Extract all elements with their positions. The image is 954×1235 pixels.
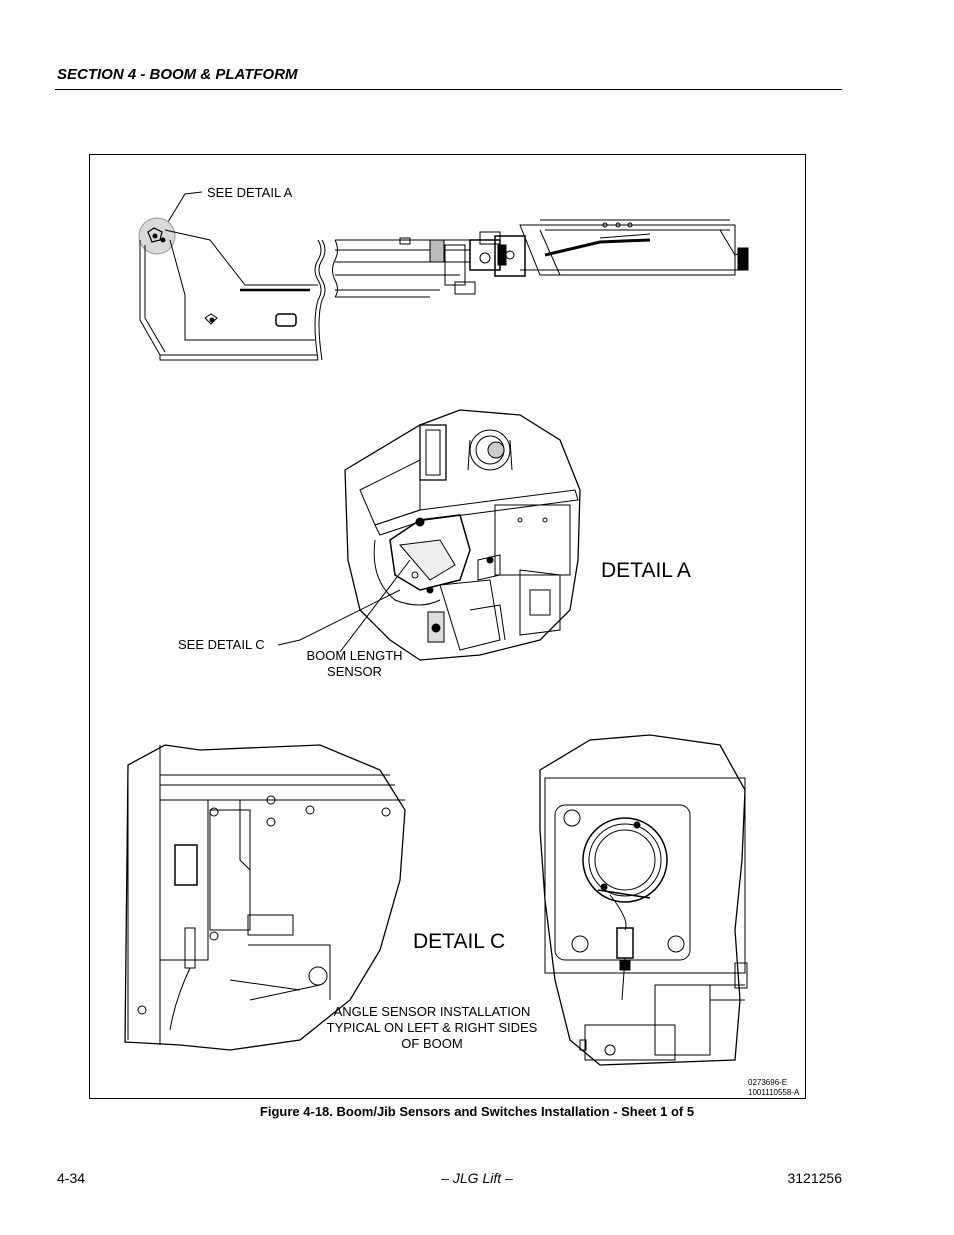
- angle-sensor-label: ANGLE SENSOR INSTALLATION TYPICAL ON LEF…: [308, 1004, 556, 1052]
- drawing-code-line1: 0273696-E: [748, 1078, 788, 1087]
- footer-center-text: – JLG Lift –: [441, 1170, 513, 1186]
- detail-c-right-drawing: [539, 734, 748, 1066]
- detail-c-left-drawing: [124, 744, 406, 1051]
- angle-sensor-line3: OF BOOM: [401, 1036, 463, 1051]
- page-number: 4-34: [57, 1170, 86, 1186]
- see-detail-a-label: SEE DETAIL A: [207, 185, 293, 200]
- header-rule: [55, 89, 842, 90]
- detail-a-title: DETAIL A: [601, 559, 691, 582]
- see-detail-c-label: SEE DETAIL C: [178, 637, 265, 652]
- boom-length-line2: SENSOR: [327, 664, 382, 679]
- drawing-code: 0273696-E 1001110558-A: [748, 1078, 799, 1098]
- drawing-code-line2: 1001110558-A: [748, 1088, 800, 1097]
- detail-c-title: DETAIL C: [413, 930, 506, 953]
- boom-length-sensor-label: BOOM LENGTH SENSOR: [297, 648, 412, 680]
- angle-sensor-line1: ANGLE SENSOR INSTALLATION: [333, 1004, 531, 1019]
- angle-sensor-line2: TYPICAL ON LEFT & RIGHT SIDES: [326, 1020, 538, 1035]
- figure-caption: Figure 4-18. Boom/Jib Sensors and Switch…: [259, 1104, 695, 1119]
- figure-frame: [89, 154, 806, 1099]
- document-number: 3121256: [787, 1170, 842, 1186]
- boom-length-line1: BOOM LENGTH: [306, 648, 403, 663]
- page-header-title: SECTION 4 - BOOM & PLATFORM: [57, 66, 298, 83]
- detail-a-drawing: [277, 409, 581, 661]
- boom-overview-drawing: [138, 191, 749, 361]
